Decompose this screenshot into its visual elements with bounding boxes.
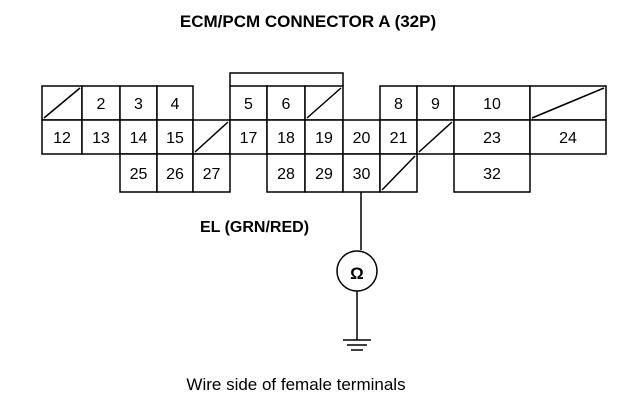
unused-slash <box>43 87 81 119</box>
terminal-cell-26: 26 <box>156 153 194 193</box>
terminal-cell-21: 21 <box>379 119 418 155</box>
terminal-cell-19: 19 <box>304 119 344 155</box>
terminal-label: 12 <box>53 130 71 147</box>
terminal-cell-32: 32 <box>453 153 531 193</box>
terminal-label: 18 <box>277 130 295 147</box>
terminal-label: 27 <box>203 166 221 183</box>
terminal-label: 14 <box>130 130 148 147</box>
terminal-cell-15: 15 <box>156 119 194 155</box>
terminal-label: 8 <box>394 96 403 113</box>
caption: Wire side of female terminals <box>186 375 405 394</box>
terminal-cell-17: 17 <box>229 119 268 155</box>
terminal-cell-unused <box>304 85 344 121</box>
ohm-symbol: Ω <box>350 264 364 283</box>
terminal-cell-29: 29 <box>304 153 344 193</box>
terminal-cell-5: 5 <box>229 85 268 121</box>
terminal-label: 21 <box>390 130 408 147</box>
unused-slash <box>418 121 453 153</box>
diagram-title: ECM/PCM CONNECTOR A (32P) <box>180 12 436 31</box>
terminal-label: 26 <box>166 166 184 183</box>
terminal-label: 29 <box>315 166 333 183</box>
terminal-cell-6: 6 <box>266 85 306 121</box>
terminal-cell-2: 2 <box>81 85 121 121</box>
terminal-cell-28: 28 <box>266 153 306 193</box>
ground-icon <box>343 339 371 351</box>
terminal-label: 10 <box>483 96 501 113</box>
terminal-label: 32 <box>483 166 501 183</box>
terminal-label: 6 <box>282 96 291 113</box>
unused-slash <box>531 87 605 119</box>
terminal-label: 24 <box>559 130 577 147</box>
terminal-cell-10: 10 <box>453 85 531 121</box>
terminal-cell-unused <box>529 85 607 121</box>
ohmmeter-icon: Ω <box>336 250 378 292</box>
terminal-label: 13 <box>92 130 110 147</box>
unused-slash <box>306 87 342 119</box>
terminal-label: 5 <box>244 96 253 113</box>
terminal-label: 15 <box>166 130 184 147</box>
terminal-label: 9 <box>431 96 440 113</box>
terminal-label: 23 <box>483 130 501 147</box>
terminal-cell-unused <box>192 119 231 155</box>
terminal-label: 17 <box>240 130 258 147</box>
terminal-label: 25 <box>130 166 148 183</box>
terminal-cell-30: 30 <box>342 153 381 193</box>
terminal-cell-8: 8 <box>379 85 418 121</box>
terminal-label: 19 <box>315 130 333 147</box>
terminal-cell-20: 20 <box>342 119 381 155</box>
terminal-label: 20 <box>353 130 371 147</box>
terminal-label: 2 <box>97 96 106 113</box>
terminal-cell-14: 14 <box>119 119 158 155</box>
terminal-cell-3: 3 <box>119 85 158 121</box>
terminal-label: 28 <box>277 166 295 183</box>
terminal-cell-unused <box>41 85 83 121</box>
terminal-cell-unused <box>416 119 455 155</box>
wire-label: EL (GRN/RED) <box>200 219 309 236</box>
unused-slash <box>381 155 416 191</box>
terminal-cell-25: 25 <box>119 153 158 193</box>
connector-key-tab <box>229 72 344 86</box>
terminal-label: 30 <box>353 166 371 183</box>
terminal-label: 4 <box>171 96 180 113</box>
terminal-label: 3 <box>134 96 143 113</box>
terminal-cell-18: 18 <box>266 119 306 155</box>
terminal-cell-unused <box>379 153 418 193</box>
terminal-cell-12: 12 <box>41 119 83 155</box>
unused-slash <box>194 121 229 153</box>
terminal-cell-4: 4 <box>156 85 194 121</box>
terminal-cell-9: 9 <box>416 85 455 121</box>
terminal-cell-13: 13 <box>81 119 121 155</box>
terminal-cell-23: 23 <box>453 119 531 155</box>
terminal-cell-24: 24 <box>529 119 607 155</box>
terminal-cell-27: 27 <box>192 153 231 193</box>
